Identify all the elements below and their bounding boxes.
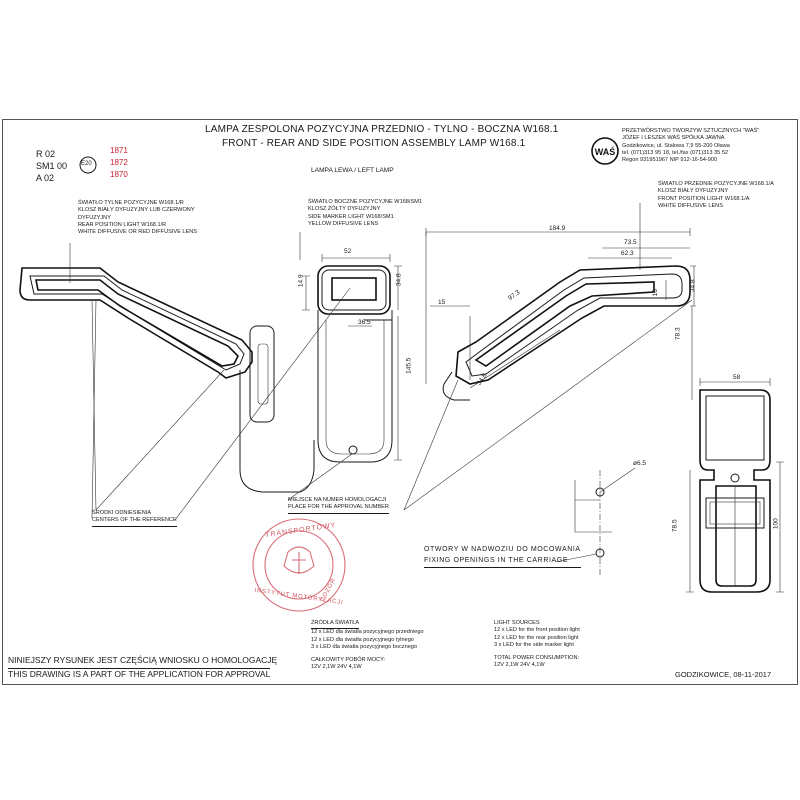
power-pl-heading: CAŁKOWITY POBÓR MOCY:: [311, 657, 386, 664]
company-block: PRZETWÓRSTWO TWORZYW SZTUCZNYCH "WAŚ" JÓ…: [622, 128, 759, 164]
callout-front-light: ŚWIATŁO PRZEDNIE POZYCYJNE W168.1/A KLOS…: [658, 181, 774, 210]
front-lamp-view: [442, 265, 691, 401]
approval-stamp: [252, 518, 346, 612]
approval-code-r02: R 02: [36, 149, 56, 159]
callout-front-line: ŚWIATŁO PRZEDNIE POZYCYJNE W168.1/A: [658, 181, 774, 187]
callout-side-line: ŚWIATŁO BOCZNE POZYCYJNE W168/SM1: [308, 199, 422, 205]
approval-number-1870: 1870: [110, 170, 128, 179]
title-pl: LAMPA ZESPOLONA POZYCYJNA PRZEDNIO - TYL…: [205, 124, 559, 135]
fixing-holes-detail: [574, 467, 636, 575]
light-sources-pl-line: 3 x LED dla światła pozycyjnego bocznego: [311, 643, 418, 650]
leader-lines: [69, 203, 693, 563]
footer-statement-en: THIS DRAWING IS A PART OF THE APPLICATIO…: [8, 668, 271, 679]
callout-front-line: WHITE DIFFUSIVE LENS: [658, 202, 723, 209]
emark-circle: [79, 156, 97, 174]
callout-front-line: KLOSZ BIAŁY DYFUZYJNY: [658, 188, 729, 195]
company-line-5: Regon 931951967 NIP 912-16-54-900: [622, 157, 718, 164]
power-pl-values: 12V 2,1W 24V 4,1W: [311, 664, 362, 671]
footer-statement-pl: NINIEJSZY RYSUNEK JEST CZĘŚCIĄ WNIOSKU O…: [8, 655, 278, 665]
callout-side-line: YELLOW DIFFUSIVE LENS: [308, 220, 379, 227]
callout-rear-line: ŚWIATŁO TYLNE POZYCYJNE W168.1/R: [78, 200, 184, 206]
light-sources-en-heading: LIGHT SOURCES: [494, 620, 540, 626]
dimension-100: 100: [772, 518, 780, 530]
company-line-2: JÓZEF I LESZEK WAŚ SPÓŁKA JAWNA: [622, 135, 725, 142]
callout-approval-line: MIEJSCE NA NUMER HOMOLOGACJI: [288, 497, 387, 503]
callout-fixing-line: FIXING OPENINGS IN THE CARRIAGE: [424, 555, 581, 569]
dimension-78-3: 78.3: [674, 327, 682, 341]
light-sources-pl-heading: ŹRÓDŁA ŚWIATŁA: [311, 620, 360, 630]
rear-lamp-view: [19, 267, 315, 493]
callout-rear-line: REAR POSITION LIGHT W168.1/R: [78, 221, 167, 228]
dimension-73-5: 73.5: [624, 239, 637, 246]
approval-code-a02: A 02: [36, 173, 55, 183]
side-marker-view: [317, 265, 393, 463]
dimension-184-9: 184.9: [549, 225, 566, 232]
dimension-14-9: 14.9: [297, 274, 305, 288]
subtitle-left-lamp: LAMPA LEWA / LEFT LAMP: [311, 167, 394, 174]
callout-reference-line: ŚRODKI ODNIESIENIA: [92, 510, 152, 516]
footer-place-date: GODZIKOWICE, 08-11-2017: [675, 670, 772, 679]
callout-approval-place: MIEJSCE NA NUMER HOMOLOGACJI PLACE FOR T…: [288, 497, 389, 514]
company-logo-text: WAŚ: [595, 146, 616, 157]
callout-side-marker: ŚWIATŁO BOCZNE POZYCYJNE W168/SM1 KLOSZ …: [308, 199, 422, 228]
dimension-hole-6-5: ø6.5: [633, 460, 647, 467]
dimension-16: 16: [651, 289, 659, 297]
dimension-34-8-right: 34.8: [689, 279, 697, 293]
dimension-lines: [302, 228, 784, 593]
callout-reference-line: CENTERS OF THE REFERENCE: [92, 517, 177, 527]
dimension-36-5: 36.5: [358, 319, 371, 326]
callout-side-line: KLOSZ ŻÓŁTY DYFUZYJNY: [308, 206, 381, 213]
approval-code-sm1: SM1 00: [36, 161, 68, 171]
power-en-values: 12V 2,1W 24V 4,1W: [494, 662, 545, 669]
approval-number-1871: 1871: [110, 146, 128, 155]
dimension-52: 52: [344, 248, 352, 255]
callout-approval-line: PLACE FOR THE APPROVAL NUMBER: [288, 504, 389, 514]
callout-fixing-line: OTWORY W NADWOZIU DO MOCOWANIA: [424, 546, 581, 553]
light-sources-pl: ŹRÓDŁA ŚWIATŁA 12 x LED dla światła pozy…: [311, 620, 424, 672]
dimension-34-8-center: 34.8: [395, 273, 403, 287]
callout-rear-line: WHITE DIFFUSIVE OR RED DIFFUSIVE LENS: [78, 229, 198, 236]
power-en-heading: TOTAL POWER CONSUMPTION:: [494, 655, 580, 662]
callout-reference-centers: ŚRODKI ODNIESIENIA CENTERS OF THE REFERE…: [92, 510, 177, 527]
light-sources-pl-line: 12 x LED dla światła pozycyjnego tylnego: [311, 636, 414, 643]
dimension-145-5: 145.5: [405, 357, 413, 374]
dimension-78-5: 78.5: [671, 519, 679, 533]
light-sources-en-line: 12 x LED for the front position light: [494, 627, 580, 634]
dimension-15: 15: [438, 299, 446, 306]
front-mount-view: [699, 389, 771, 593]
emark-label: E20: [81, 161, 92, 167]
dimension-58: 58: [733, 374, 741, 381]
callout-rear-light: ŚWIATŁO TYLNE POZYCYJNE W168.1/R KLOSZ B…: [78, 200, 197, 236]
callout-rear-line: KLOSZ BIAŁY DYFUZYJNY LUB CZERWONY: [78, 207, 195, 214]
drawing-sheet: [2, 119, 798, 685]
dimension-62-3: 62.3: [621, 250, 634, 257]
title-en: FRONT - REAR AND SIDE POSITION ASSEMBLY …: [222, 138, 526, 149]
light-sources-pl-line: 12 x LED dla światła pozycyjnego przedni…: [311, 629, 424, 636]
company-line-1: PRZETWÓRSTWO TWORZYW SZTUCZNYCH "WAŚ": [622, 128, 760, 134]
light-sources-en: LIGHT SOURCES 12 x LED for the front pos…: [494, 620, 580, 670]
callout-front-line: FRONT POSITION LIGHT W168.1/A: [658, 195, 750, 202]
callout-side-line: SIDE MARKER LIGHT W168/SM1: [308, 213, 394, 220]
company-line-4: tel. (071)313 95 18, tel./fax (071)313 3…: [622, 149, 729, 156]
company-line-3: Godzikowice, ul. Stalowa 7,9 55-200 Oław…: [622, 142, 730, 149]
light-sources-en-line: 12 x LED for the rear position light: [494, 634, 579, 641]
light-sources-en-line: 3 x LED for the side marker light: [494, 641, 574, 648]
company-logo: [591, 137, 619, 165]
callout-rear-line: DYFUZYJNY: [78, 214, 111, 221]
callout-fixing-openings: OTWORY W NADWOZIU DO MOCOWANIA FIXING OP…: [424, 544, 581, 569]
approval-number-1872: 1872: [110, 158, 128, 167]
